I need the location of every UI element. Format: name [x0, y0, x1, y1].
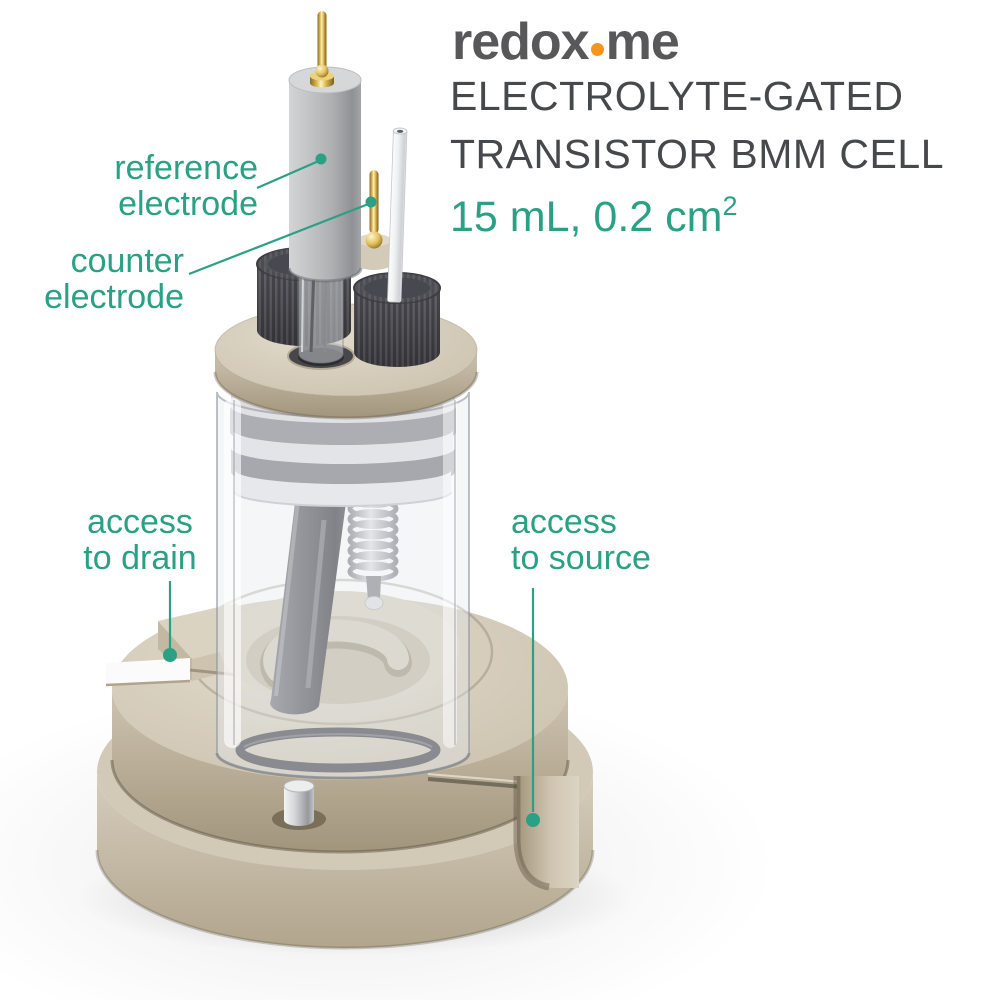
spring-plunger — [364, 576, 384, 610]
glass-vessel — [215, 391, 471, 780]
white-tube — [387, 127, 408, 303]
label-counter-electrode: counter electrode — [44, 243, 184, 315]
bottom-o-ring — [235, 727, 441, 773]
product-title-line-1: ELECTROLYTE-GATED — [450, 73, 904, 119]
capacity-value: 15 mL, 0.2 cm — [450, 193, 723, 241]
leader-reference-electrode — [256, 153, 327, 190]
leader-access-to-drain — [163, 581, 177, 662]
logo-text-me: me — [605, 13, 680, 71]
label-access-to-drain-line1: access — [87, 503, 193, 541]
product-title-line-2: TRANSISTOR BMM CELL — [450, 131, 944, 177]
label-access-to-drain-line2: to drain — [83, 539, 197, 577]
access-to-drain-dot — [163, 648, 177, 662]
label-counter-electrode-line1: counter — [70, 242, 184, 280]
knurled-cap-right — [353, 272, 441, 367]
label-access-to-source-line1: access — [511, 503, 617, 541]
label-reference-electrode-line1: reference — [114, 149, 258, 187]
access-to-source-dot — [526, 813, 540, 827]
label-counter-electrode-line2: electrode — [44, 278, 184, 316]
contact-pin — [272, 779, 326, 830]
product-capacity: 15 mL, 0.2 cm2 — [450, 193, 737, 241]
capacity-superscript: 2 — [722, 191, 738, 221]
leader-access-to-source — [526, 588, 540, 827]
reference-electrode-pin — [310, 11, 334, 88]
leader-counter-electrode — [188, 196, 377, 276]
logo-text-redox: redox — [452, 13, 590, 71]
reference-electrode-body — [287, 66, 363, 283]
label-access-to-source: access to source — [511, 504, 651, 576]
label-access-to-source-line2: to source — [511, 539, 651, 577]
counter-electrode-dot — [365, 196, 377, 208]
reference-electrode-dot — [315, 153, 327, 165]
logo-dot-icon — [590, 43, 604, 56]
counter-electrode-pin — [365, 170, 383, 249]
drain-slot — [105, 658, 249, 687]
source-notch — [513, 776, 579, 891]
label-access-to-drain: access to drain — [66, 504, 214, 576]
label-reference-electrode: reference electrode — [114, 150, 258, 222]
inner-electrode-tube — [270, 495, 347, 715]
label-reference-electrode-line2: electrode — [118, 185, 258, 223]
